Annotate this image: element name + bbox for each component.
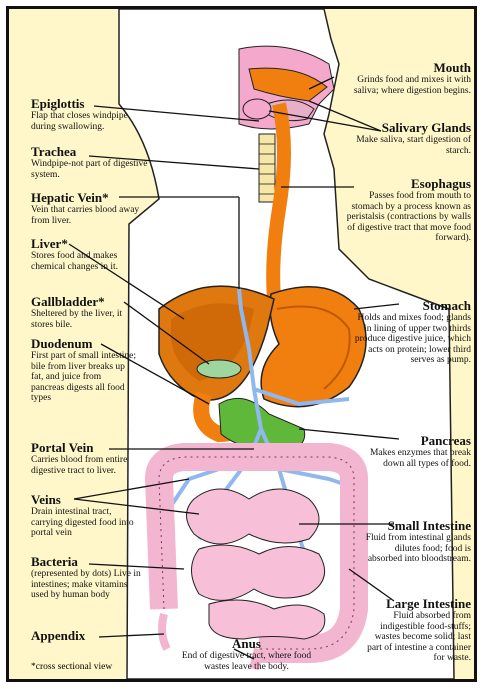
salivary-desc: Make saliva, start digestion of starch. [347,135,471,156]
label-stomach: Stomach Holds and mixes food; glands in … [354,299,471,366]
epiglottis-desc: Flap that closes windpipe during swallow… [31,111,151,132]
duodenum-title: Duodenum [31,337,136,351]
portal-vein-title: Portal Vein [31,441,141,455]
label-large-intestine: Large Intestine Fluid absorbed from indi… [359,597,471,664]
large-intestine-desc: Fluid absorbed from indigestible food-st… [359,611,471,664]
appendix-title: Appendix [31,629,131,643]
label-portal-vein: Portal Vein Carries blood from entire di… [31,441,141,476]
anus-title: Anus [174,637,319,651]
label-liver: Liver* Stores food and makes chemical ch… [31,237,131,272]
label-salivary-glands: Salivary Glands Make saliva, start diges… [347,121,471,156]
esophagus-title: Esophagus [344,177,471,191]
diagram-frame: Mouth Grinds food and mixes it with sali… [6,6,477,682]
hepatic-vein-title: Hepatic Vein* [31,191,151,205]
mouth-title: Mouth [331,61,471,75]
label-appendix: Appendix [31,629,131,643]
label-anus: Anus End of digestive tract, where food … [174,637,319,672]
esophagus-desc: Passes food from mouth to stomach by a p… [344,191,471,244]
duodenum-desc: First part of small intestine; bile from… [31,351,136,404]
gallbladder-desc: Sheltered by the liver, it stores bile. [31,309,141,330]
trachea-title: Trachea [31,145,151,159]
label-gallbladder: Gallbladder* Sheltered by the liver, it … [31,295,141,330]
salivary-title: Salivary Glands [347,121,471,135]
bacteria-desc: (represented by dots) Live in intestines… [31,569,146,601]
mouth-desc: Grinds food and mixes it with saliva; wh… [331,75,471,96]
anus-desc: End of digestive tract, where food waste… [174,651,319,672]
salivary-gland [243,99,271,119]
label-hepatic-vein: Hepatic Vein* Vein that carries blood aw… [31,191,151,226]
epiglottis-title: Epiglottis [31,97,151,111]
label-mouth: Mouth Grinds food and mixes it with sali… [331,61,471,96]
label-veins: Veins Drain intestinal tract, carrying d… [31,493,141,539]
gallbladder-shape [197,360,241,378]
label-duodenum: Duodenum First part of small intestine; … [31,337,136,404]
hepatic-vein-desc: Vein that carries blood away from liver. [31,205,151,226]
gallbladder-title: Gallbladder* [31,295,141,309]
small-intestine-title: Small Intestine [359,519,471,533]
pancreas-title: Pancreas [364,434,471,448]
veins-desc: Drain intestinal tract, carrying digeste… [31,507,141,539]
veins-title: Veins [31,493,141,507]
label-bacteria: Bacteria (represented by dots) Live in i… [31,555,146,601]
label-esophagus: Esophagus Passes food from mouth to stom… [344,177,471,244]
stomach-desc: Holds and mixes food; glands in lining o… [354,313,471,366]
bacteria-title: Bacteria [31,555,146,569]
large-intestine-title: Large Intestine [359,597,471,611]
liver-desc: Stores food and makes chemical changes i… [31,251,131,272]
footnote: *cross sectional view [31,662,112,672]
trachea-desc: Windpipe-not part of digestive system. [31,159,151,180]
stomach-title: Stomach [354,299,471,313]
liver-title: Liver* [31,237,131,251]
label-trachea: Trachea Windpipe-not part of digestive s… [31,145,151,180]
label-pancreas: Pancreas Makes enzymes that break down a… [364,434,471,469]
small-intestine-desc: Fluid from intestinal glands dilutes foo… [359,533,471,565]
pancreas-desc: Makes enzymes that break down all types … [364,448,471,469]
label-small-intestine: Small Intestine Fluid from intestinal gl… [359,519,471,565]
portal-vein-desc: Carries blood from entire digestive trac… [31,455,141,476]
label-epiglottis: Epiglottis Flap that closes windpipe dur… [31,97,151,132]
